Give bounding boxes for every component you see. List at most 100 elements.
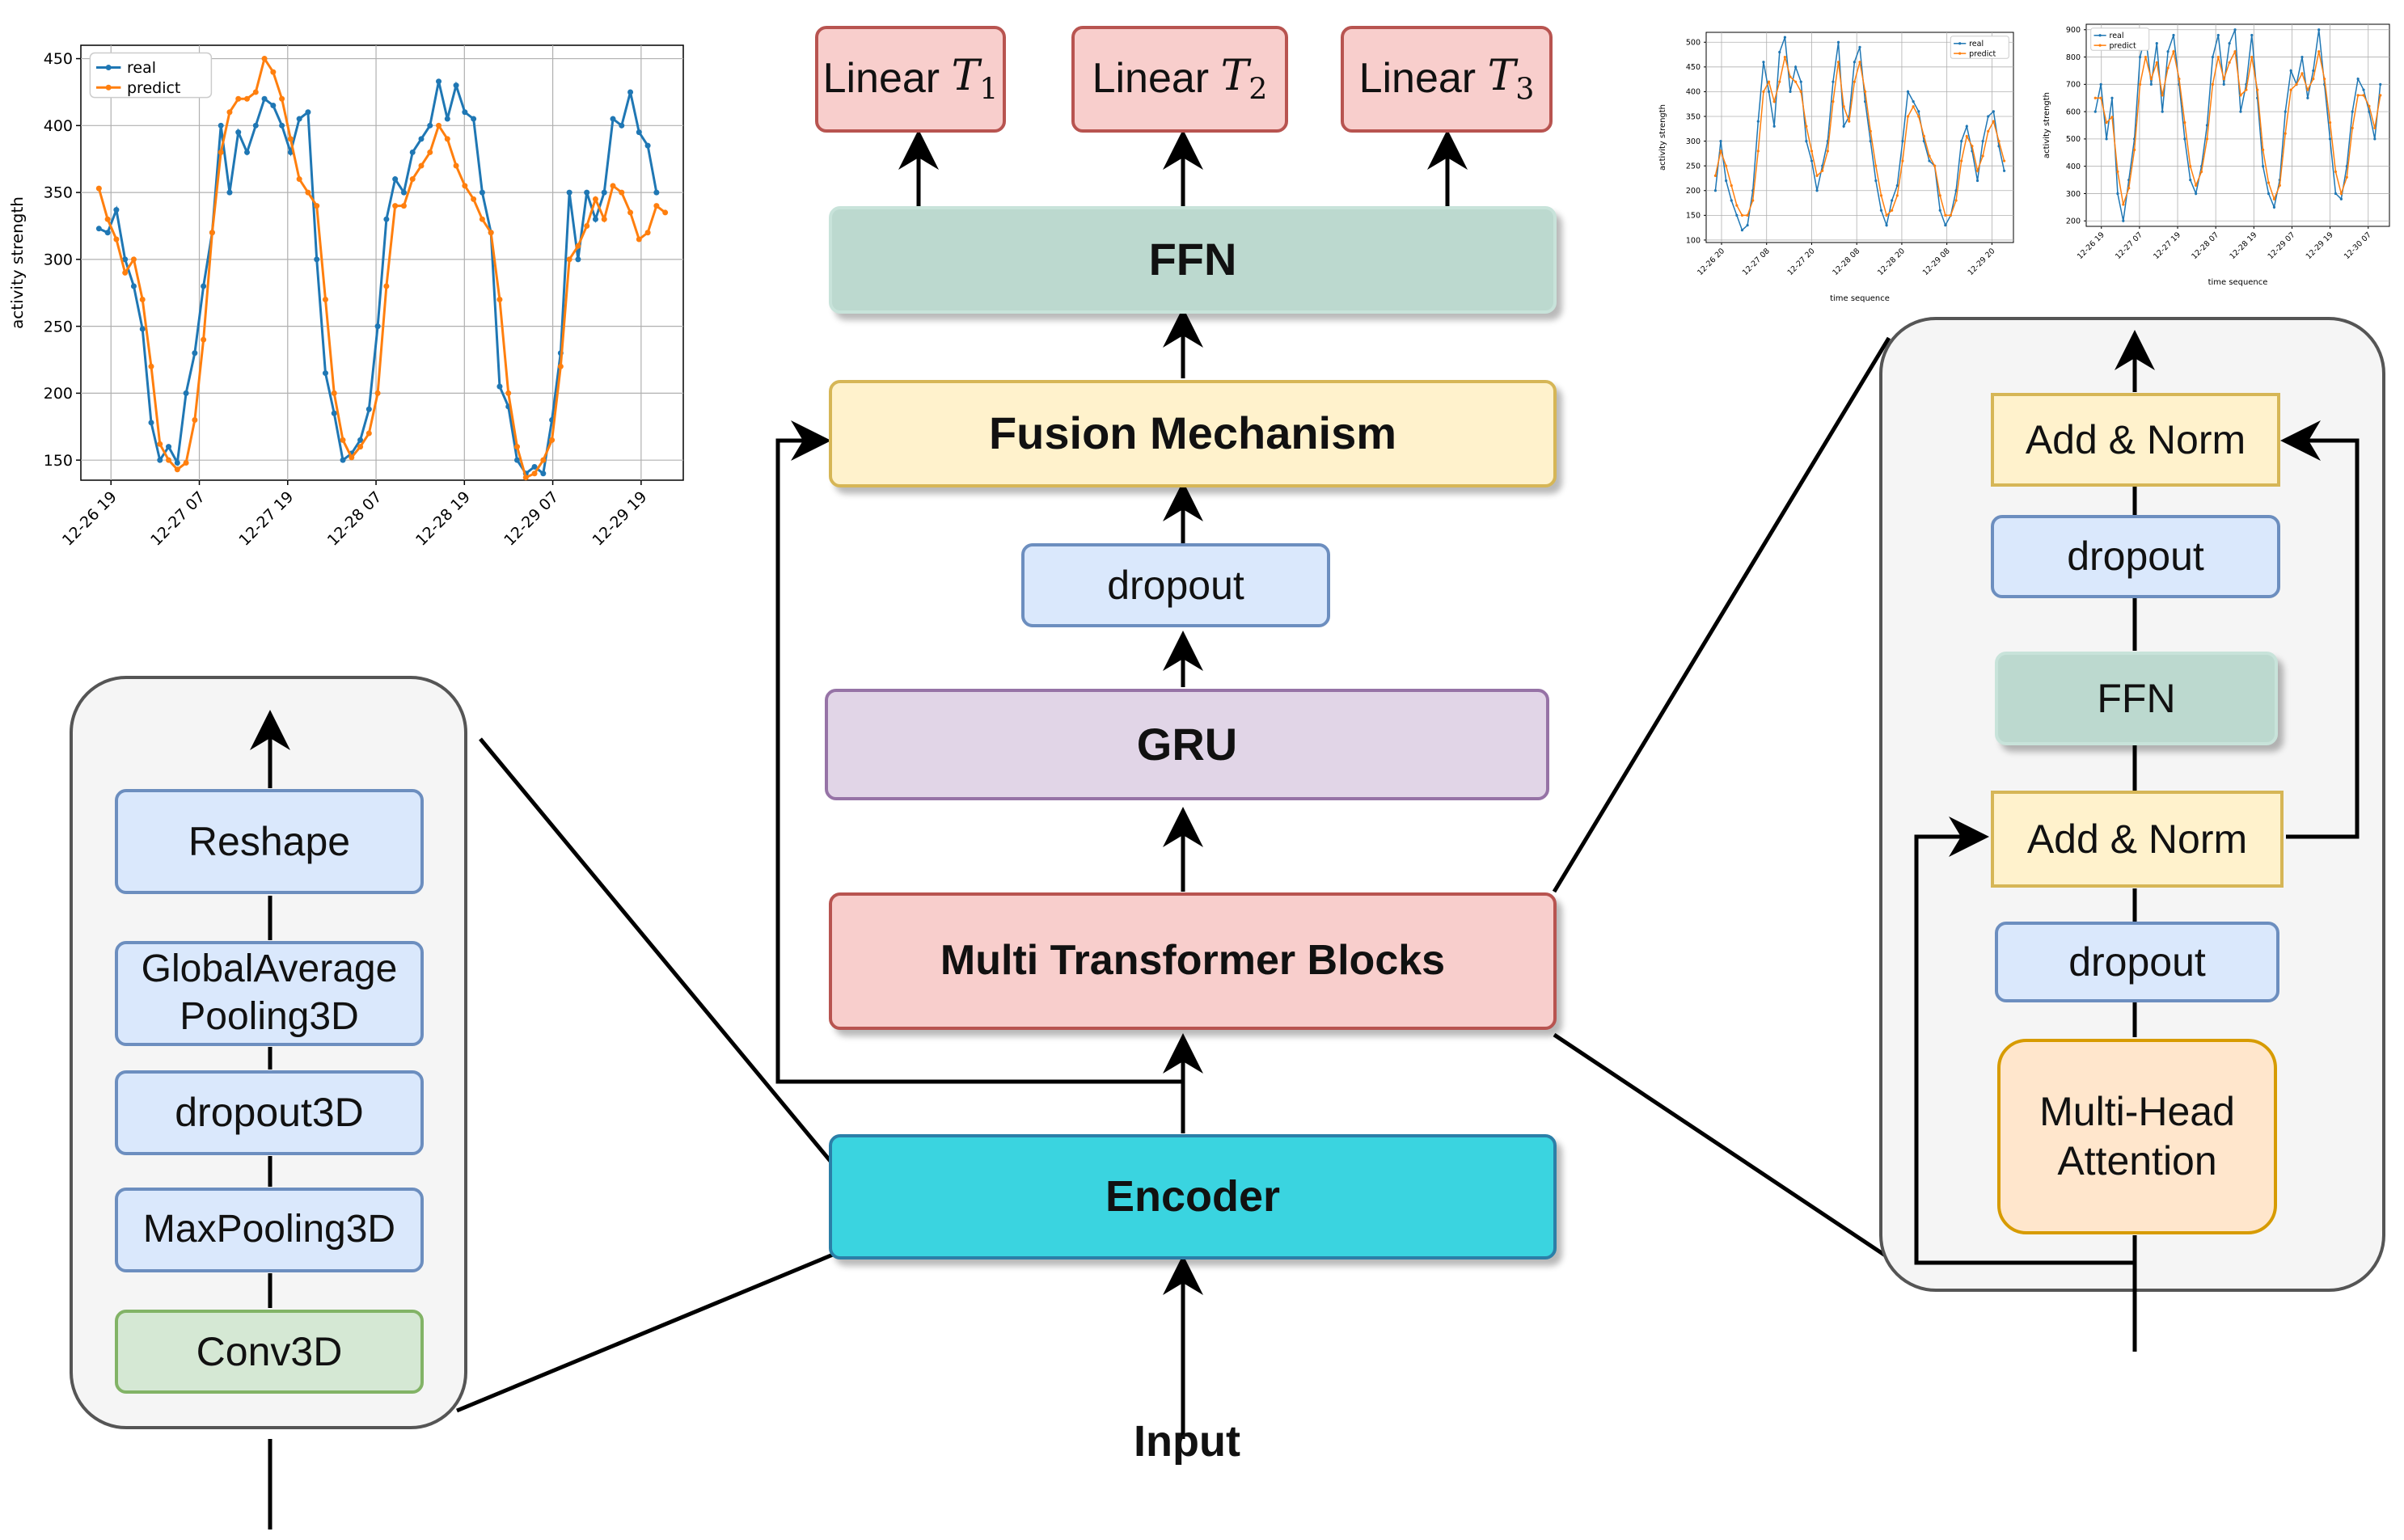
data-point-predict bbox=[2127, 187, 2131, 190]
data-point-real bbox=[122, 256, 129, 263]
data-point-real bbox=[157, 457, 163, 463]
data-point-real bbox=[427, 122, 433, 129]
data-point-real bbox=[1895, 184, 1899, 188]
data-point-real bbox=[566, 189, 572, 196]
data-point-predict bbox=[592, 196, 598, 202]
data-point-real bbox=[1778, 50, 1781, 54]
x-tick-label: 12-29 08 bbox=[1921, 247, 1952, 277]
data-point-predict bbox=[1858, 61, 1861, 64]
data-point-real bbox=[2138, 55, 2142, 59]
data-point-predict bbox=[1971, 145, 1974, 148]
data-point-predict bbox=[601, 216, 607, 222]
data-point-real bbox=[1981, 139, 1984, 143]
data-point-predict bbox=[104, 216, 111, 222]
data-point-real bbox=[479, 189, 485, 196]
y-tick-label: 450 bbox=[1686, 63, 1701, 72]
gru-label: GRU bbox=[1136, 718, 1238, 770]
data-point-predict bbox=[1992, 120, 1995, 123]
data-point-predict bbox=[1772, 100, 1776, 103]
data-point-predict bbox=[122, 269, 129, 276]
data-point-real bbox=[261, 95, 268, 102]
conv3d-label: Conv3D bbox=[196, 1328, 343, 1374]
data-point-real bbox=[513, 457, 520, 463]
data-point-real bbox=[166, 444, 172, 450]
data-point-predict bbox=[1842, 105, 1845, 108]
data-point-predict bbox=[244, 95, 251, 102]
data-point-predict bbox=[209, 230, 215, 236]
data-point-predict bbox=[1762, 90, 1765, 94]
x-tick-label: 12-28 08 bbox=[1831, 247, 1861, 277]
y-tick-label: 500 bbox=[2066, 135, 2081, 144]
data-point-predict bbox=[2216, 55, 2220, 59]
data-point-real bbox=[636, 129, 642, 136]
series-line-predict bbox=[2095, 49, 2381, 205]
data-point-predict bbox=[2138, 82, 2142, 86]
data-point-predict bbox=[2262, 148, 2265, 152]
data-point-predict bbox=[2195, 184, 2198, 187]
data-point-predict bbox=[1740, 213, 1744, 217]
dropout-label: dropout bbox=[1107, 562, 1244, 608]
data-point-predict bbox=[322, 297, 328, 303]
data-point-predict bbox=[2289, 88, 2292, 91]
data-point-predict bbox=[296, 176, 302, 183]
data-point-predict bbox=[471, 196, 477, 202]
data-point-real bbox=[627, 89, 634, 95]
data-point-predict bbox=[505, 390, 512, 396]
data-point-real bbox=[244, 149, 251, 155]
global-average-pooling-block: GlobalAverage Pooling3D bbox=[115, 941, 424, 1046]
y-axis-label: activity strength bbox=[1658, 104, 1667, 171]
y-axis-label: activity strength bbox=[2043, 92, 2051, 158]
data-point-real bbox=[1762, 61, 1765, 64]
data-point-real bbox=[2233, 28, 2237, 32]
multi-head-attention-block: Multi-Head Attention bbox=[1997, 1039, 2277, 1234]
data-point-real bbox=[1879, 209, 1883, 212]
data-point-predict bbox=[157, 441, 163, 447]
data-point-predict bbox=[148, 363, 154, 369]
data-point-predict bbox=[2189, 165, 2192, 168]
data-point-predict bbox=[2183, 121, 2186, 124]
multi-transformer-blocks-block: Multi Transformer Blocks bbox=[829, 892, 1557, 1030]
data-point-real bbox=[130, 283, 137, 289]
data-point-real bbox=[2284, 110, 2287, 113]
fusion-mechanism-block: Fusion Mechanism bbox=[829, 380, 1557, 487]
data-point-real bbox=[2149, 82, 2153, 86]
data-point-predict bbox=[2178, 77, 2181, 81]
data-point-predict bbox=[549, 437, 556, 443]
data-point-real bbox=[340, 457, 346, 463]
data-point-predict bbox=[1751, 199, 1755, 202]
data-point-predict bbox=[2328, 121, 2332, 124]
zoom-line-right-bottom bbox=[1553, 1032, 1898, 1265]
data-point-predict bbox=[166, 457, 172, 463]
data-point-predict bbox=[2256, 88, 2259, 91]
data-point-real bbox=[2189, 178, 2192, 182]
data-point-real bbox=[2195, 192, 2198, 196]
data-point-predict bbox=[1783, 55, 1786, 59]
data-point-predict bbox=[2339, 192, 2343, 196]
data-point-predict bbox=[392, 203, 399, 209]
legend-marker-predict bbox=[105, 84, 112, 91]
data-point-real bbox=[2267, 192, 2271, 196]
data-point-predict bbox=[383, 283, 390, 289]
data-point-real bbox=[601, 189, 607, 196]
data-point-predict bbox=[1954, 199, 1958, 202]
data-point-predict bbox=[2345, 175, 2348, 179]
data-point-real bbox=[2239, 110, 2242, 113]
data-point-real bbox=[2328, 137, 2332, 141]
data-point-real bbox=[183, 390, 189, 396]
data-point-predict bbox=[2161, 94, 2164, 97]
x-tick-label: 12-28 19 bbox=[2228, 230, 2258, 261]
data-point-predict bbox=[2362, 94, 2365, 97]
data-point-real bbox=[1885, 223, 1888, 227]
data-point-real bbox=[2272, 205, 2276, 209]
data-point-predict bbox=[2312, 77, 2315, 81]
data-point-real bbox=[2003, 169, 2006, 172]
data-point-predict bbox=[1965, 134, 1968, 138]
data-point-real bbox=[1917, 110, 1920, 113]
data-point-predict bbox=[1853, 80, 1856, 83]
data-point-real bbox=[1965, 124, 1968, 128]
data-point-predict bbox=[95, 185, 102, 192]
y-tick-label: 100 bbox=[1686, 236, 1701, 245]
data-point-predict bbox=[340, 437, 346, 443]
data-point-predict bbox=[462, 183, 468, 189]
